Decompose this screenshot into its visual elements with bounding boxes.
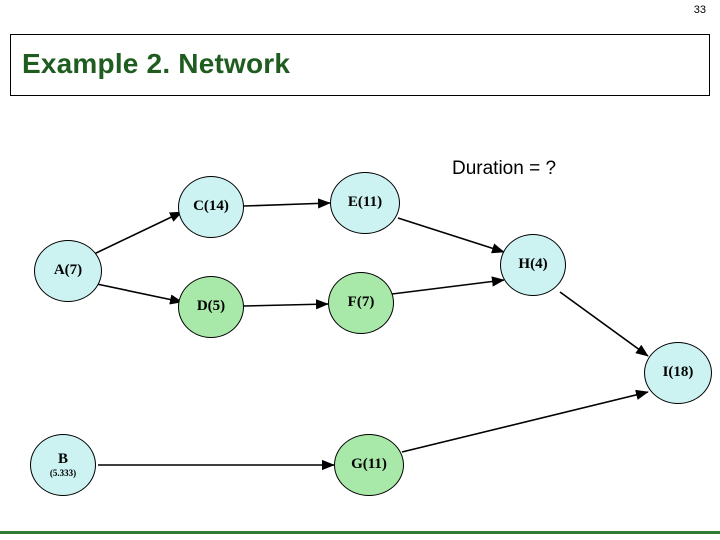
edge-h-i: [559, 291, 649, 357]
node-label: B: [57, 450, 68, 467]
page-title: Example 2. Network: [22, 48, 291, 79]
node-g[interactable]: G(11): [334, 434, 404, 496]
node-label: E(11): [347, 194, 383, 211]
node-label: I(18): [662, 364, 694, 381]
node-label: G(11): [351, 456, 387, 473]
page-number: 33: [693, 4, 706, 16]
edge-c-e: [243, 198, 331, 209]
edge-e-h: [397, 217, 505, 254]
node-i[interactable]: I(18): [644, 342, 712, 404]
edge-a-d: [91, 282, 183, 305]
node-sublabel: (5.333): [49, 467, 77, 478]
duration-label: Duration = ?: [452, 158, 557, 179]
node-h[interactable]: H(4): [500, 234, 566, 296]
edge-d-f: [243, 299, 329, 310]
edge-g-i: [401, 389, 649, 453]
node-a[interactable]: A(7): [34, 240, 102, 302]
bottom-accent-rule: [0, 531, 720, 534]
node-label: H(4): [518, 256, 548, 273]
node-b[interactable]: B(5.333): [30, 434, 96, 496]
node-label: D(5): [196, 298, 226, 315]
edge-a-c: [91, 211, 183, 256]
title-box: [10, 34, 710, 96]
node-c[interactable]: C(14): [178, 176, 244, 238]
node-label: A(7): [53, 262, 83, 279]
node-f[interactable]: F(7): [328, 272, 394, 334]
node-d[interactable]: D(5): [178, 276, 244, 338]
node-label: C(14): [193, 198, 229, 215]
node-label: F(7): [347, 294, 375, 311]
edge-f-h: [391, 276, 505, 295]
node-e[interactable]: E(11): [330, 172, 400, 234]
